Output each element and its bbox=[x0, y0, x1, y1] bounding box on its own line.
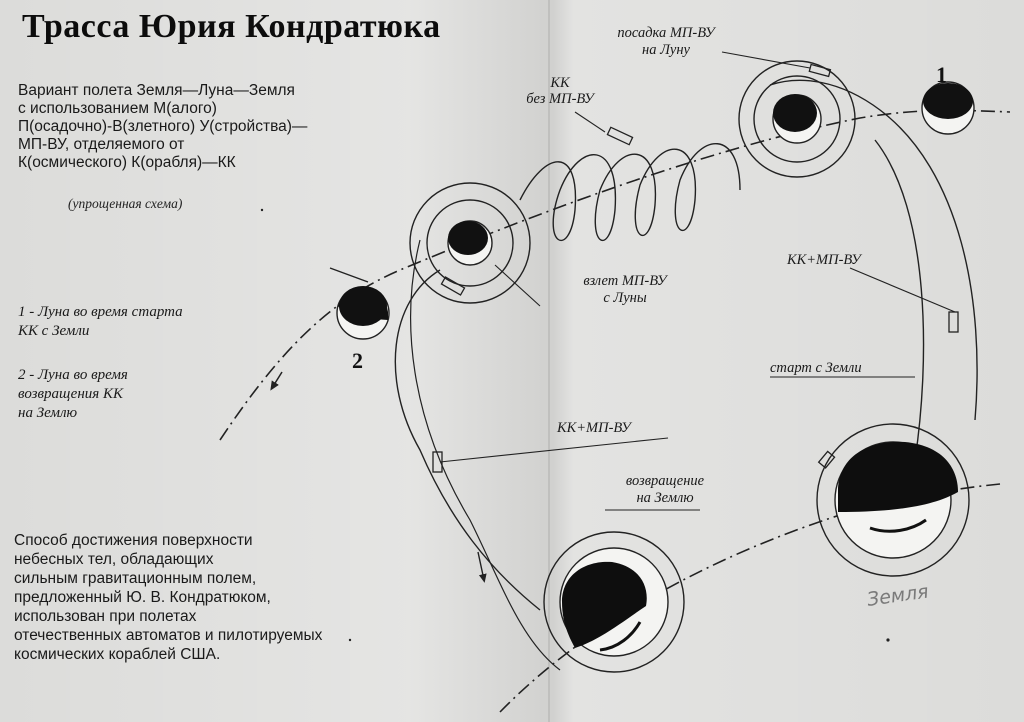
label-kk-mpvu-center: КК+МП-ВУ bbox=[556, 420, 633, 436]
earth-return bbox=[543, 531, 685, 673]
far-left-trajectory bbox=[410, 239, 561, 671]
label-start-earth: старт с Земли bbox=[770, 360, 862, 376]
description-text: Вариант полета Земля—Луна—Земля с исполь… bbox=[18, 82, 308, 171]
moon-orbit-arrow bbox=[270, 371, 283, 391]
method-description: Способ достижения поверхности небесных т… bbox=[14, 532, 323, 663]
moon-1 bbox=[921, 81, 975, 135]
earth-start bbox=[816, 423, 970, 577]
moon-1-number: 1 bbox=[936, 62, 947, 87]
moon-center-orbit bbox=[409, 182, 531, 304]
moon-upper-orbit bbox=[738, 60, 856, 178]
return-trajectory-arrow bbox=[477, 551, 487, 583]
page-fold bbox=[548, 0, 550, 722]
legend-item-2: 2 - Луна во время возвращения КК на Земл… bbox=[18, 367, 128, 421]
inner-trajectory-right bbox=[874, 139, 925, 461]
spacecraft-icon bbox=[432, 63, 959, 473]
legend-item-1: 1 - Луна во время старта КК с Земли bbox=[18, 304, 183, 339]
scheme-note: (упрощенная схема) bbox=[68, 196, 183, 211]
moon-2-number: 2 bbox=[352, 348, 363, 373]
moon-orbit-path bbox=[219, 109, 1011, 441]
earth-handwritten-label: Земля bbox=[866, 581, 930, 611]
decorative-marks bbox=[260, 208, 890, 642]
page-title: Трасса Юрия Кондратюка bbox=[22, 8, 441, 45]
left-trajectory bbox=[394, 269, 541, 611]
label-kk-mpvu-right: КК+МП-ВУ bbox=[786, 252, 863, 268]
moon-orbit-tick bbox=[329, 267, 369, 283]
leader-lines bbox=[439, 51, 956, 511]
moon-2 bbox=[336, 286, 390, 340]
spiral-orbit bbox=[519, 143, 741, 242]
outer-trajectory bbox=[769, 79, 978, 421]
